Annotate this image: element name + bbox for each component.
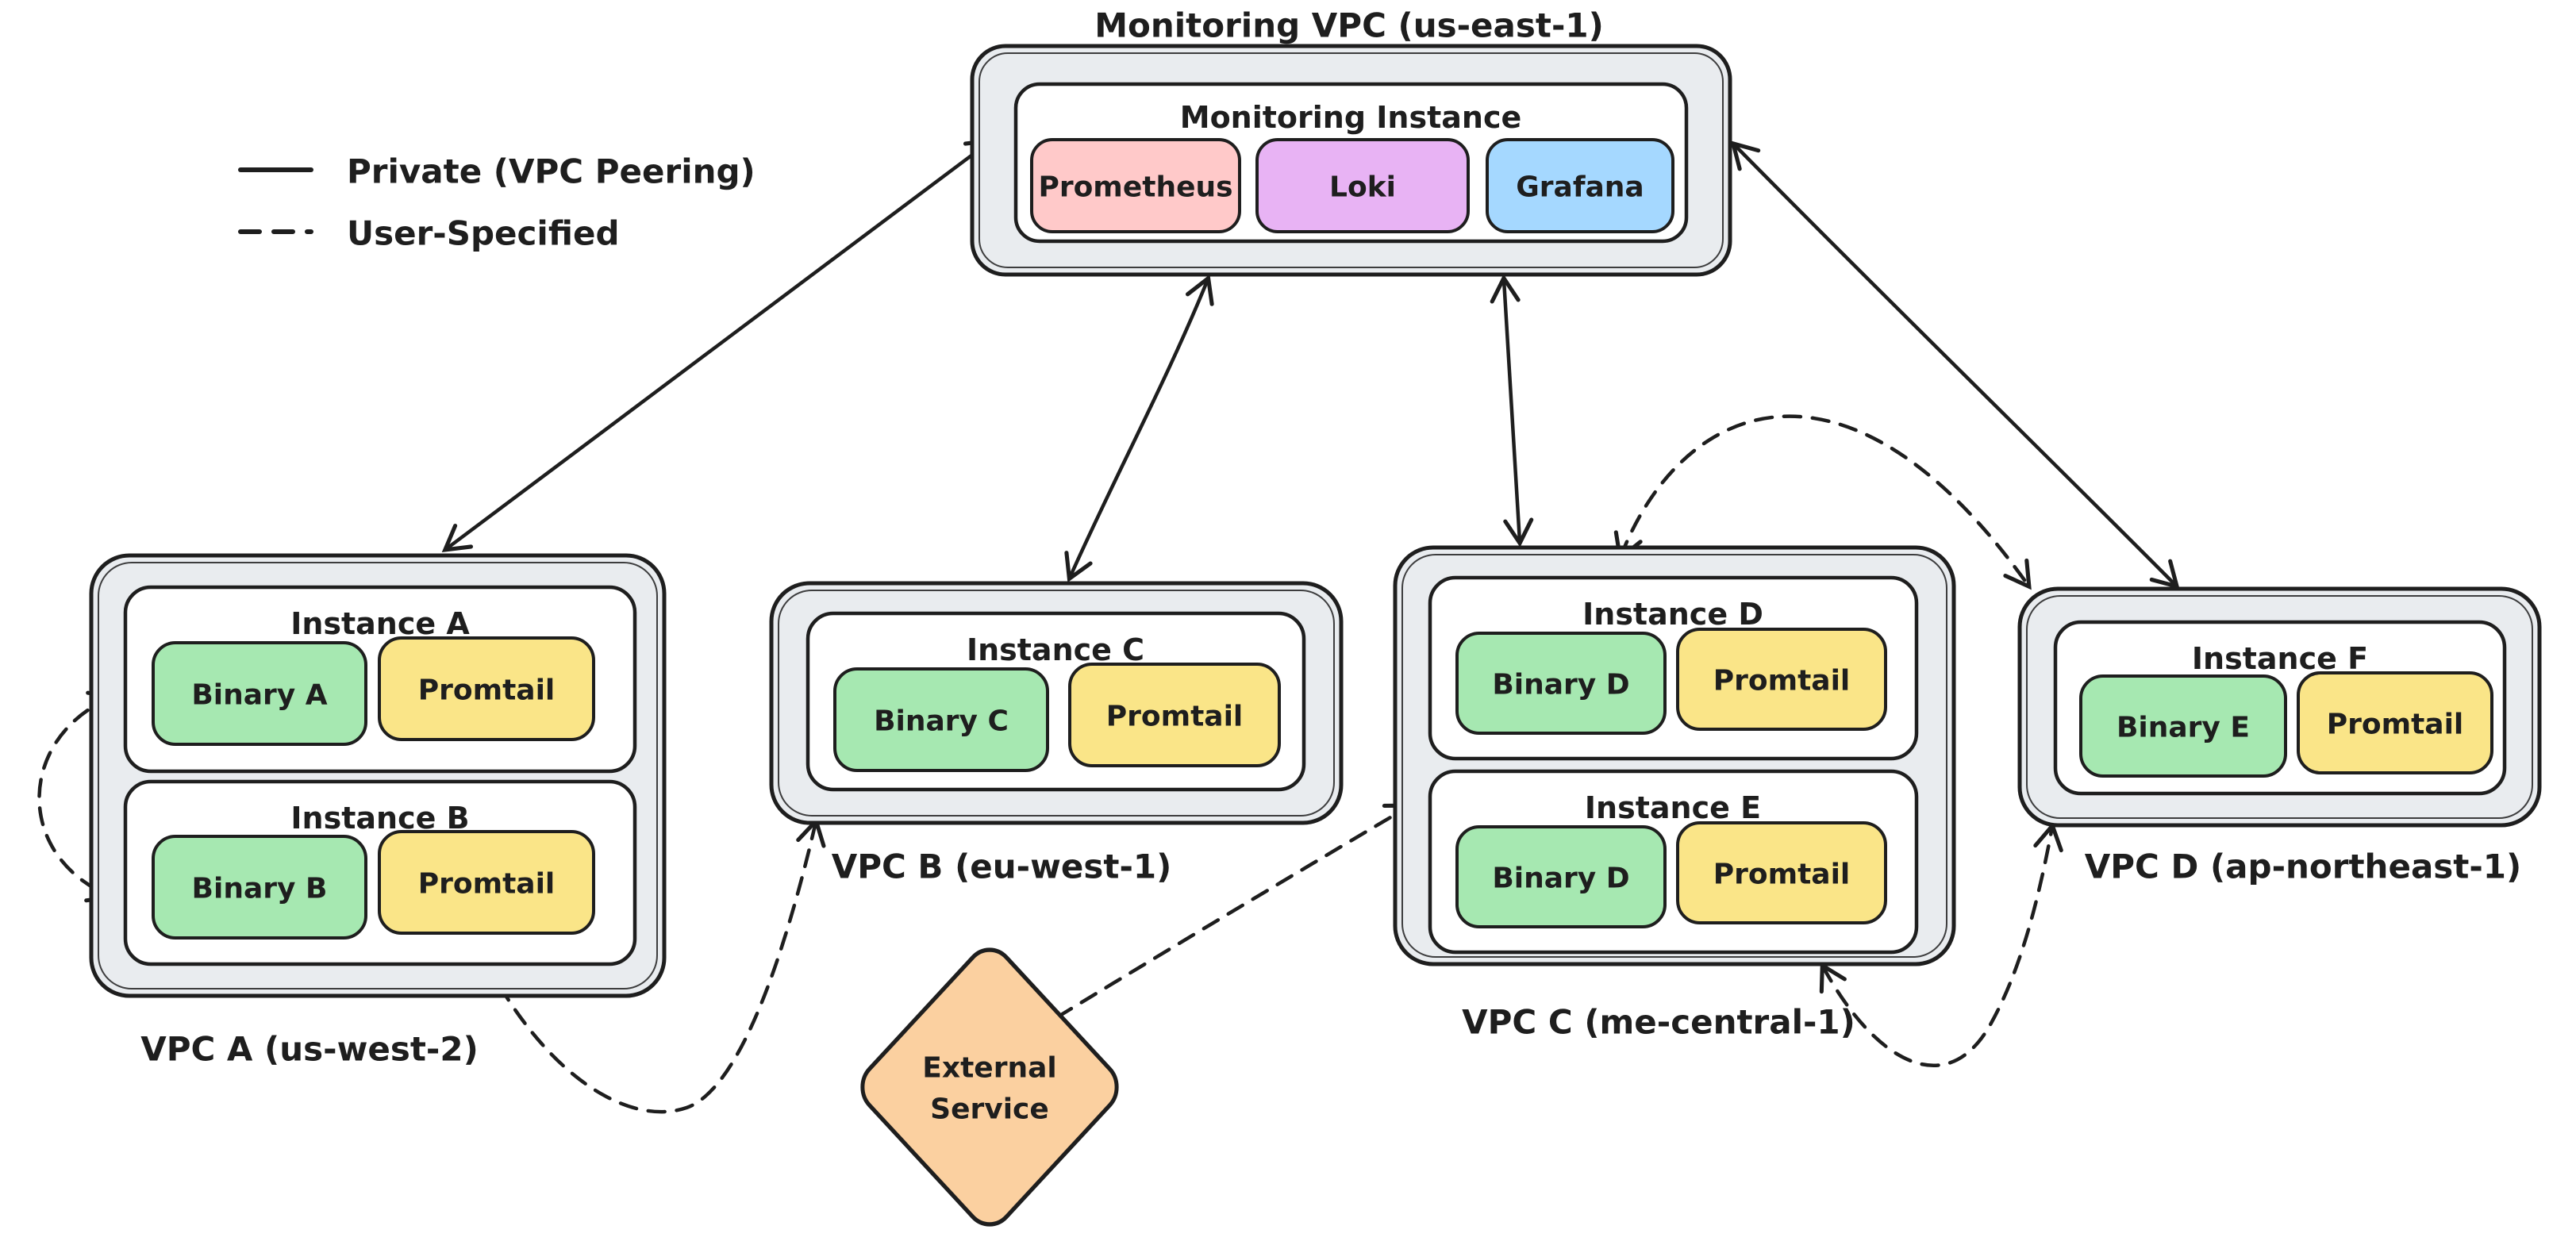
binary-d2-chip xyxy=(1455,825,1667,928)
instance-e-title: Instance E xyxy=(1585,790,1761,825)
monitoring-vpc-sketch-line xyxy=(978,52,1724,268)
external-service-label-line2: Service xyxy=(930,1093,1049,1126)
binary-a-chip xyxy=(152,641,367,746)
monitoring-instance-title: Monitoring Instance xyxy=(1180,100,1522,135)
edge-monitoring-vpc-c xyxy=(1490,274,1534,548)
instance-f-title: Instance F xyxy=(2192,641,2368,676)
binary-a-chip-label: Binary A xyxy=(191,679,327,712)
vpc-c-sketch-line xyxy=(1401,554,1947,958)
vpc-a-label: VPC A (us-west-2) xyxy=(140,1030,479,1069)
vpc-b-sketch-line xyxy=(778,590,1335,817)
edge-instance-d-instance-f xyxy=(1613,414,2032,590)
edge-monitoring-vpc-d xyxy=(1730,140,2180,590)
promtail-chip-instance-c-label: Promtail xyxy=(1106,701,1244,733)
promtail-chip-instance-e-label: Promtail xyxy=(1713,859,1851,891)
external-service-diamond xyxy=(860,947,1119,1227)
promtail-chip-instance-f xyxy=(2297,671,2493,774)
prometheus-chip-label: Prometheus xyxy=(1038,171,1232,204)
promtail-chip-instance-e xyxy=(1676,821,1887,924)
vpc-d-label: VPC D (ap-northeast-1) xyxy=(2085,847,2521,886)
binary-b-chip xyxy=(152,835,367,940)
legend-private-label: Private (VPC Peering) xyxy=(347,152,755,191)
promtail-chip-instance-d xyxy=(1676,628,1887,731)
binary-b-chip-label: Binary B xyxy=(192,873,328,905)
vpc-c-label: VPC C (me-central-1) xyxy=(1462,1003,1855,1042)
vpc-b-label: VPC B (eu-west-1) xyxy=(832,847,1172,886)
grafana-chip xyxy=(1486,138,1674,233)
binary-e-chip xyxy=(2079,674,2287,778)
promtail-chip-instance-d-label: Promtail xyxy=(1713,665,1851,697)
promtail-chip-instance-a xyxy=(378,636,595,741)
edge-external-service-instance-e xyxy=(1055,803,1414,1020)
legend: Private (VPC Peering) User-Specified xyxy=(238,152,755,253)
instance-b-title: Instance B xyxy=(290,801,469,836)
instance-d-title: Instance D xyxy=(1582,597,1763,632)
vpc-b: Instance C Binary C Promtail VPC B (eu-w… xyxy=(769,581,1344,886)
loki-chip-label: Loki xyxy=(1329,171,1396,204)
external-service: External Service xyxy=(860,947,1119,1227)
vpc-d-sketch-line xyxy=(2026,595,2533,819)
promtail-chip-instance-a-label: Promtail xyxy=(418,674,556,707)
monitoring-vpc-label: Monitoring VPC (us-east-1) xyxy=(1094,6,1604,45)
edge-instance-a-instance-b xyxy=(37,690,118,903)
binary-c-chip xyxy=(833,667,1049,772)
legend-user-specified-label: User-Specified xyxy=(347,214,620,253)
edge-monitoring-vpc-b xyxy=(1064,274,1214,583)
instance-a-title: Instance A xyxy=(290,606,470,641)
promtail-chip-instance-b-label: Promtail xyxy=(418,868,556,901)
binary-d-chip xyxy=(1455,632,1667,735)
binary-e-chip-label: Binary E xyxy=(2117,712,2250,744)
vpc-d: Instance F Binary E Promtail VPC D (ap-n… xyxy=(2017,586,2542,886)
instance-c-title: Instance C xyxy=(967,632,1144,667)
external-service-label-line1: External xyxy=(922,1052,1056,1085)
edge-instance-e-instance-f xyxy=(1819,821,2063,1067)
loki-chip xyxy=(1255,138,1470,233)
binary-c-chip-label: Binary C xyxy=(874,705,1009,738)
edge-instance-b-instance-c xyxy=(482,817,826,1114)
prometheus-chip xyxy=(1030,138,1241,233)
edge-monitoring-vpc-a xyxy=(441,138,995,552)
edges-user-specified xyxy=(37,414,2063,1114)
grafana-chip-label: Grafana xyxy=(1516,171,1644,204)
binary-d-chip-label: Binary D xyxy=(1492,669,1629,701)
vpc-a: Instance A Binary A Promtail Instance B … xyxy=(89,553,667,1069)
promtail-chip-instance-f-label: Promtail xyxy=(2327,709,2464,741)
promtail-chip-instance-b xyxy=(378,830,595,935)
vpc-a-sketch-line xyxy=(98,562,658,989)
monitoring-vpc: Monitoring VPC (us-east-1) Monitoring In… xyxy=(970,6,1732,277)
edges-private xyxy=(441,138,2180,590)
promtail-chip-instance-c xyxy=(1068,663,1281,767)
vpc-c: Instance D Binary D Promtail Instance E … xyxy=(1393,545,1956,1042)
binary-d2-chip-label: Binary D xyxy=(1492,863,1629,895)
